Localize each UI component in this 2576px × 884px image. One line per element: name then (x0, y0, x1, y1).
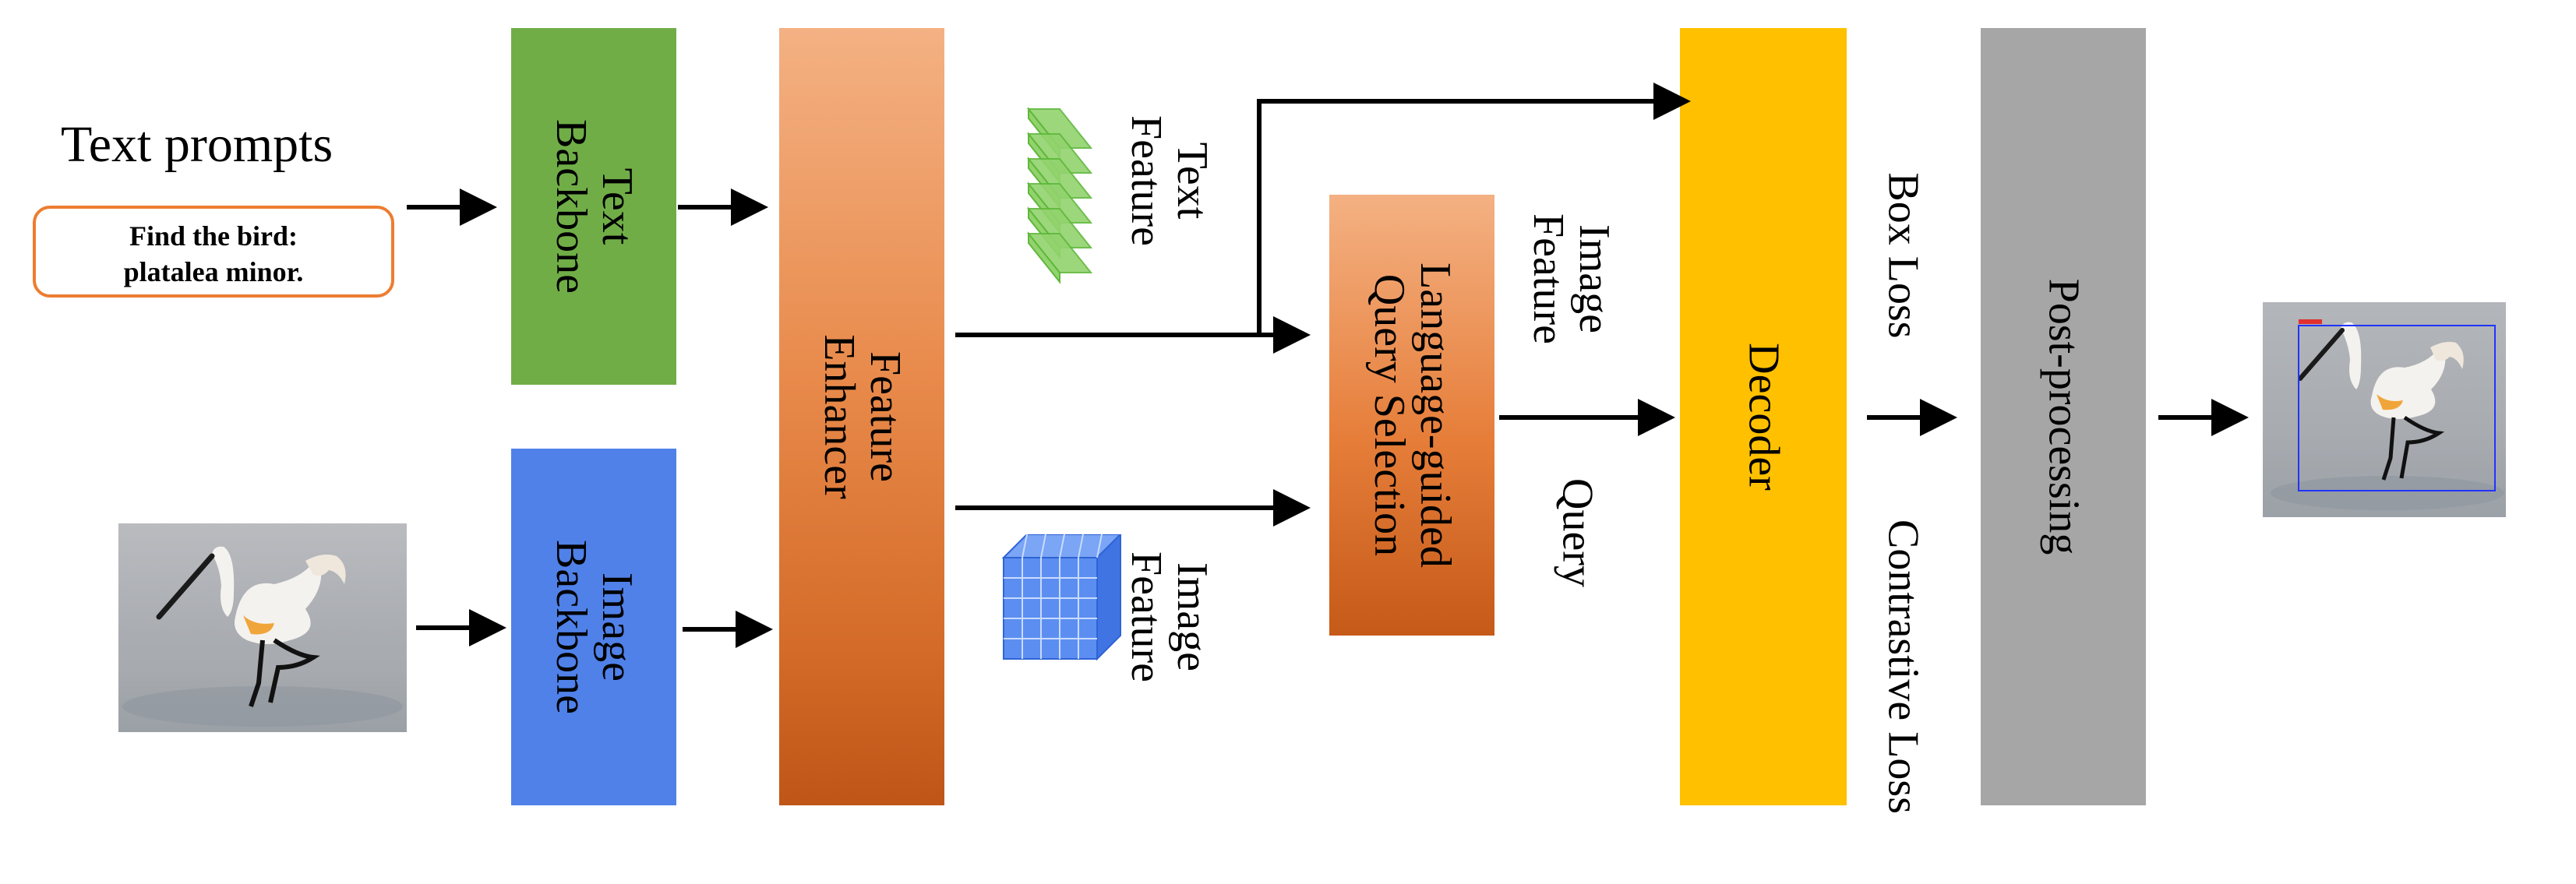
input-image (118, 523, 407, 732)
image-feature-top-label: Image Feature (1524, 213, 1618, 344)
text-feature-label: Text Feature (1122, 115, 1216, 246)
prompt-line-1: Find the bird: (129, 220, 298, 252)
arrow-text-feature-to-decoder (1257, 83, 1691, 335)
prompt-box: Find the bird: platalea minor. (33, 206, 394, 298)
text-backbone-block: Text Backbone (511, 28, 676, 385)
decoder-block: Decoder (1680, 28, 1847, 805)
image-backbone-block: Image Backbone (511, 449, 676, 805)
box-loss-label: Box Loss (1879, 172, 1928, 339)
feature-enhancer-block: Feature Enhancer (779, 28, 944, 805)
post-processing-block: Post-processing (1981, 28, 2146, 805)
bird-photo-icon (122, 546, 403, 727)
output-bird-photo-icon (2271, 319, 2504, 510)
contrastive-loss-label: Contrastive Loss (1879, 519, 1928, 814)
text-prompts-heading: Text prompts (61, 116, 333, 173)
prompt-line-2: platalea minor. (123, 256, 304, 287)
text-feature-icon (1026, 107, 1093, 284)
image-feature-bottom-label: Image Feature (1122, 551, 1216, 682)
output-image (2263, 302, 2506, 517)
query-selection-block: Language-guided Query Selection (1329, 195, 1494, 636)
query-label: Query (1553, 478, 1602, 587)
image-feature-icon (1001, 534, 1122, 661)
